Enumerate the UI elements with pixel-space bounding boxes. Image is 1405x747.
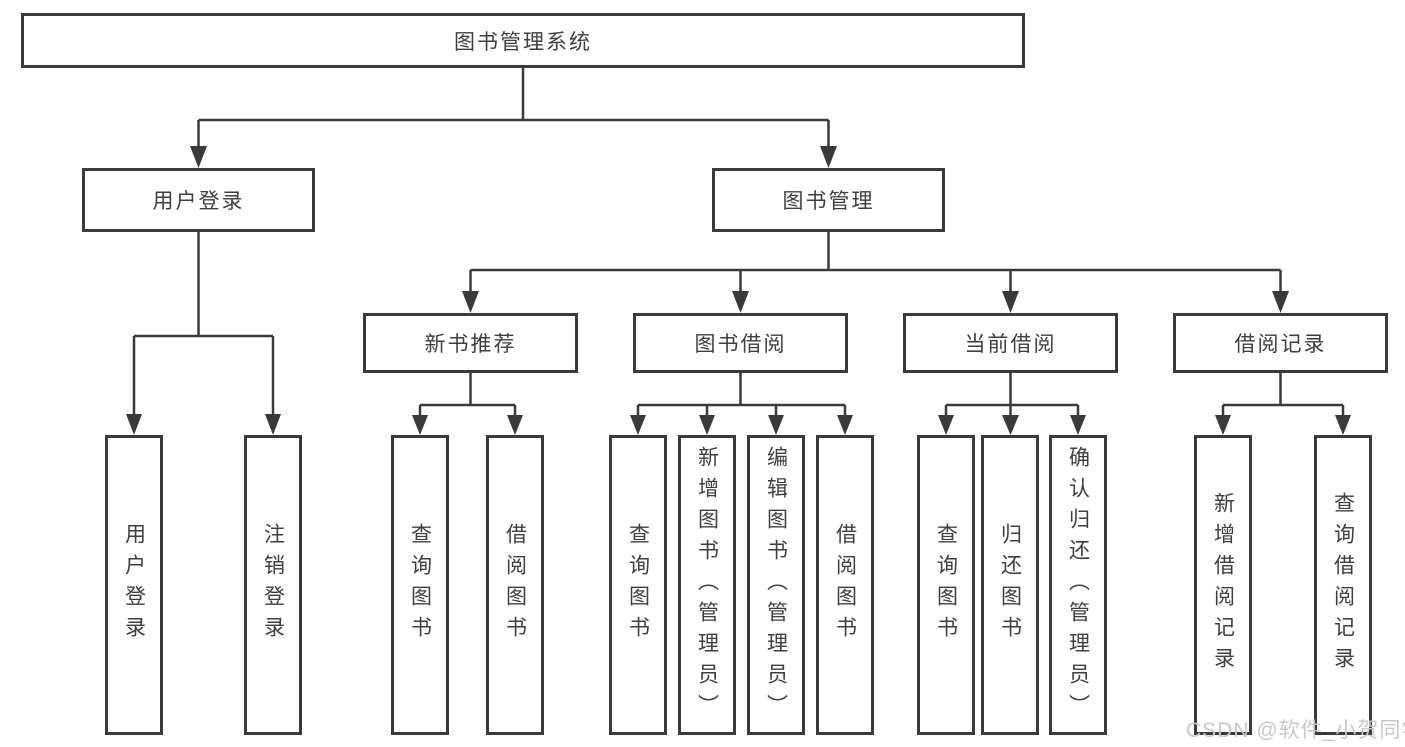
leaf-user-login: 用户登录 xyxy=(105,435,163,735)
leaf-label: 归还图书 xyxy=(998,523,1022,647)
leaf-edit-book-admin: 编辑图书（管理员） xyxy=(747,435,805,735)
leaf-add-book-admin: 新增图书（管理员） xyxy=(678,435,736,735)
node-borrow-records: 借阅记录 xyxy=(1173,313,1388,373)
leaf-label: 查询图书 xyxy=(934,523,958,647)
leaf-label: 注销登录 xyxy=(261,523,285,647)
leaf-add-borrow-record: 新增借阅记录 xyxy=(1194,435,1252,735)
leaf-borrow-books: 借阅图书 xyxy=(816,435,874,735)
leaf-label: 用户登录 xyxy=(122,523,146,647)
leaf-query-books-current: 查询图书 xyxy=(917,435,975,735)
leaf-return-books: 归还图书 xyxy=(981,435,1039,735)
leaf-label: 编辑图书（管理员） xyxy=(764,445,788,725)
leaf-borrow-books-recommend: 借阅图书 xyxy=(486,435,544,735)
leaf-label: 新增图书（管理员） xyxy=(695,445,719,725)
leaf-query-books-borrow: 查询图书 xyxy=(609,435,667,735)
leaf-label: 查询图书 xyxy=(408,523,432,647)
leaf-label: 查询图书 xyxy=(626,523,650,647)
node-book-borrow: 图书借阅 xyxy=(633,313,848,373)
leaf-logout: 注销登录 xyxy=(244,435,302,735)
leaf-query-borrow-record: 查询借阅记录 xyxy=(1314,435,1372,735)
node-book-management: 图书管理 xyxy=(712,168,945,232)
node-new-book-recommend: 新书推荐 xyxy=(363,313,578,373)
leaf-label: 查询借阅记录 xyxy=(1331,492,1355,678)
leaf-query-books-recommend: 查询图书 xyxy=(391,435,449,735)
csdn-watermark: CSDN @软件_小贺同学 xyxy=(1186,719,1405,742)
node-library-system: 图书管理系统 xyxy=(21,13,1025,68)
leaf-label: 新增借阅记录 xyxy=(1211,492,1235,678)
leaf-label: 借阅图书 xyxy=(833,523,857,647)
leaf-label: 确认归还（管理员） xyxy=(1066,445,1090,725)
leaf-confirm-return-admin: 确认归还（管理员） xyxy=(1049,435,1107,735)
leaf-label: 借阅图书 xyxy=(503,523,527,647)
node-user-login-branch: 用户登录 xyxy=(82,168,315,232)
node-current-borrow: 当前借阅 xyxy=(903,313,1118,373)
